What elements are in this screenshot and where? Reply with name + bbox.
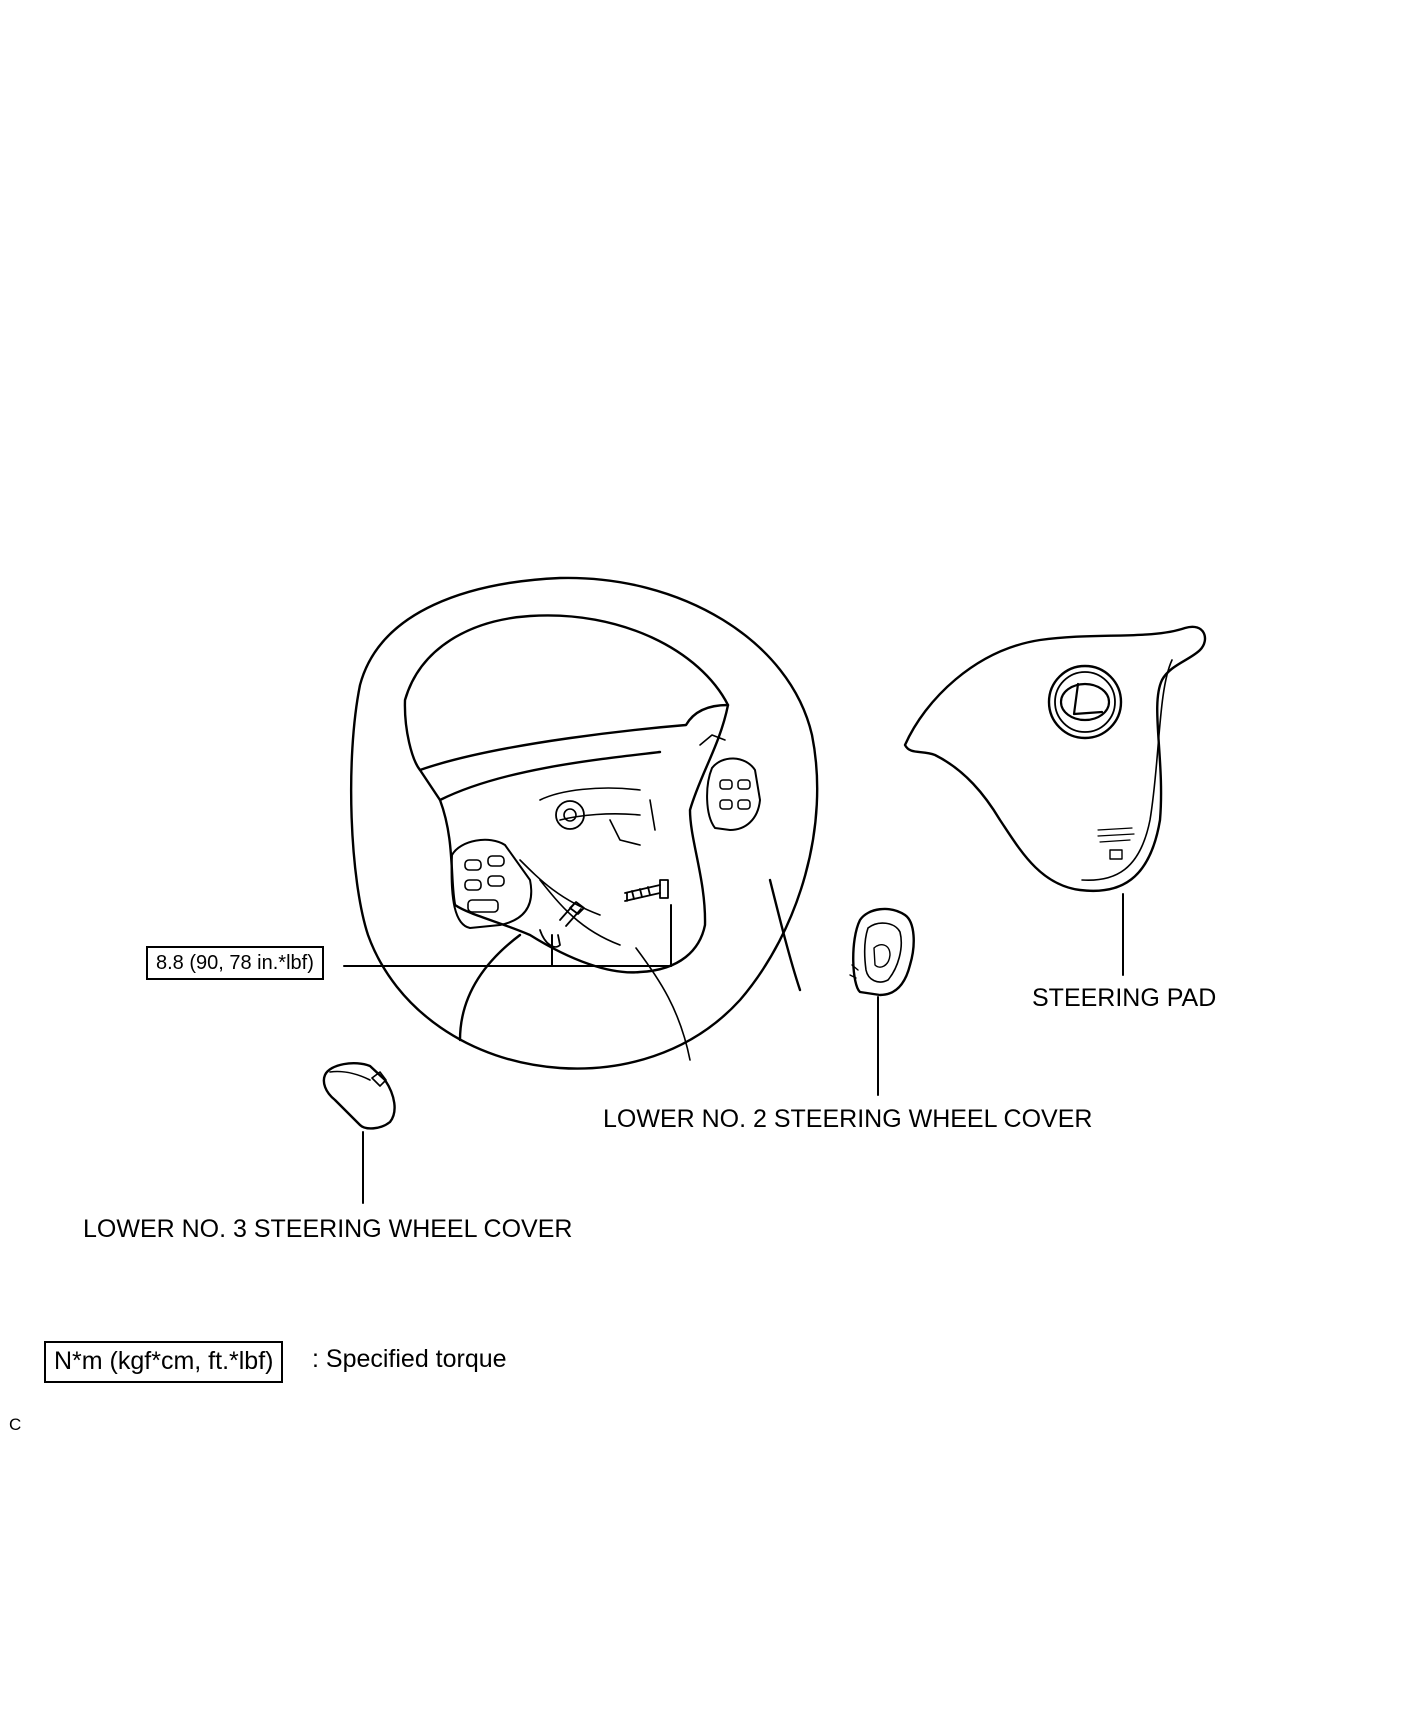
cover-part-icon: [322, 1062, 396, 1130]
leader-lines: [343, 893, 1124, 1204]
torque-callout: 8.8 (90, 78 in.*lbf): [146, 946, 324, 980]
steering-wheel-icon: [349, 576, 819, 1070]
cover-part-icon: [849, 907, 915, 997]
airbag-pad-icon: [903, 625, 1207, 893]
label-steering-pad: STEERING PAD: [1032, 984, 1217, 1012]
torque-value: 8.8 (90, 78 in.*lbf): [156, 952, 314, 974]
label-lower-no3-cover: LOWER NO. 3 STEERING WHEEL COVER: [83, 1215, 573, 1243]
legend-torque-unit-box: N*m (kgf*cm, ft.*lbf): [44, 1341, 284, 1383]
legend-description: : Specified torque: [312, 1345, 507, 1373]
corner-code: C: [9, 1415, 22, 1434]
lexus-logo-icon: [1059, 682, 1111, 722]
label-lower-no2-cover: LOWER NO. 2 STEERING WHEEL COVER: [603, 1105, 1093, 1133]
bolt-icon: [559, 879, 669, 927]
